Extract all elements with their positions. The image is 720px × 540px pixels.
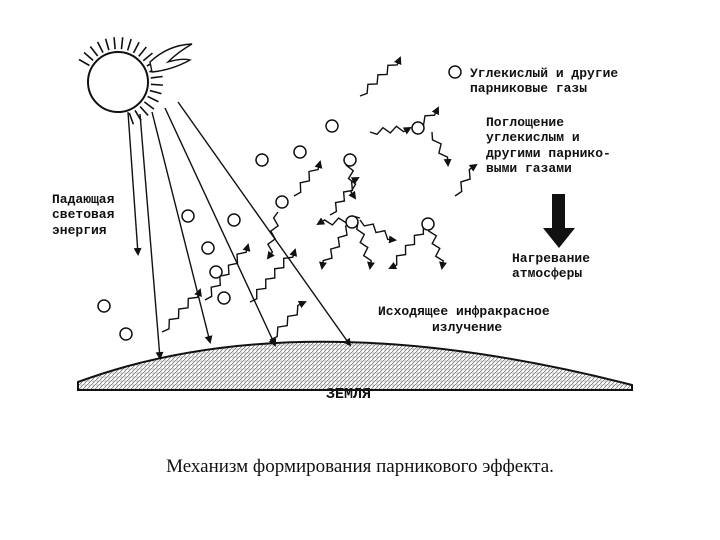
earth-label: ЗЕМЛЯ: [326, 386, 371, 403]
sun-ray: [142, 52, 153, 62]
heating-label: Нагревание атмосферы: [512, 251, 590, 281]
sun-ray: [139, 105, 149, 116]
ir-wave-arrow: [428, 223, 447, 270]
infrared-waves: [161, 56, 478, 341]
ir-wave-arrow: [369, 125, 412, 136]
ir-wave-arrow: [359, 219, 397, 244]
earth-surface: [77, 340, 633, 391]
sun-ray: [83, 51, 94, 61]
ir-wave-arrow: [161, 288, 202, 333]
ir-wave-arrow: [319, 221, 353, 270]
sun-ray: [89, 46, 99, 57]
ir-wave-arrow: [204, 243, 251, 301]
ir-wave-arrow: [249, 248, 298, 303]
legend-gases: Углекислый и другие парниковые газы: [448, 65, 618, 96]
heating-arrow-icon: [543, 194, 575, 248]
gas-molecule: [227, 213, 241, 227]
ir-wave-arrow: [454, 163, 478, 197]
sun-ray: [78, 58, 90, 67]
svg-text:Нагревание: Нагревание: [512, 251, 590, 266]
figure-caption: Механизм формирования парникового эффект…: [166, 456, 554, 477]
sun-ray: [113, 37, 116, 50]
ir-wave-arrow: [266, 211, 280, 260]
gas-molecules: [97, 119, 435, 341]
gas-molecule: [119, 327, 133, 341]
gas-molecule: [217, 291, 231, 305]
sun-ray: [149, 89, 162, 95]
sun-ray: [132, 41, 140, 54]
gas-molecule: [255, 153, 269, 167]
incident-ray: [127, 111, 142, 256]
gas-molecule: [293, 145, 307, 159]
sun-ray: [147, 95, 159, 103]
gases-label-2: парниковые газы: [470, 81, 587, 96]
sun-ray: [138, 46, 147, 57]
ir-wave-arrow: [329, 177, 360, 216]
ir-wave-arrow: [269, 300, 307, 341]
svg-text:Исходящее инфракрасное: Исходящее инфракрасное: [378, 304, 550, 319]
gas-molecule: [345, 215, 359, 229]
gas-molecule: [325, 119, 339, 133]
svg-text:излучение: излучение: [432, 320, 502, 335]
gas-molecule: [97, 299, 111, 313]
gas-molecule: [421, 217, 435, 231]
sun-disc: [87, 51, 149, 113]
ir-wave-arrow: [359, 56, 402, 97]
gas-molecule: [343, 153, 357, 167]
sun-ray: [96, 41, 104, 53]
sun-ray: [126, 38, 132, 51]
gas-molecule: [411, 121, 425, 135]
svg-text:выми газами: выми газами: [486, 161, 572, 176]
sun-ray: [150, 75, 163, 79]
gas-molecule: [275, 195, 289, 209]
sun-ray: [143, 101, 155, 110]
ir-wave-arrow: [293, 160, 323, 197]
sun-ray: [150, 83, 163, 86]
svg-text:атмосферы: атмосферы: [512, 266, 582, 281]
ir-wave-arrow: [356, 221, 375, 270]
svg-text:энергия: энергия: [52, 223, 107, 238]
incident-ray: [177, 101, 352, 347]
gas-molecule: [201, 241, 215, 255]
incident-ray: [151, 111, 213, 344]
sun-flare: [149, 43, 193, 73]
svg-text:световая: световая: [52, 207, 114, 222]
svg-text:другими парнико-: другими парнико-: [486, 146, 611, 161]
incident-energy-label: Падающая световая энергия: [52, 192, 114, 238]
incident-ray: [164, 107, 277, 347]
gases-label-1: Углекислый и другие: [470, 66, 618, 81]
svg-text:Поглощение: Поглощение: [486, 115, 564, 130]
svg-text:углекислым и: углекислым и: [486, 130, 580, 145]
sun-icon: [78, 37, 193, 125]
ir-wave-arrow: [431, 131, 452, 167]
svg-text:Падающая: Падающая: [52, 192, 114, 207]
gas-molecule: [209, 265, 223, 279]
sun-ray: [120, 37, 124, 50]
incident-ray: [139, 113, 164, 360]
absorption-label: Поглощение углекислым и другими парнико-…: [486, 115, 611, 176]
sun-ray: [128, 112, 135, 125]
incident-rays: [127, 101, 352, 360]
ir-wave-arrow: [388, 221, 431, 270]
sun-ray: [104, 38, 110, 51]
outgoing-ir-label: Исходящее инфракрасное излучение: [378, 304, 550, 335]
gas-molecule: [181, 209, 195, 223]
